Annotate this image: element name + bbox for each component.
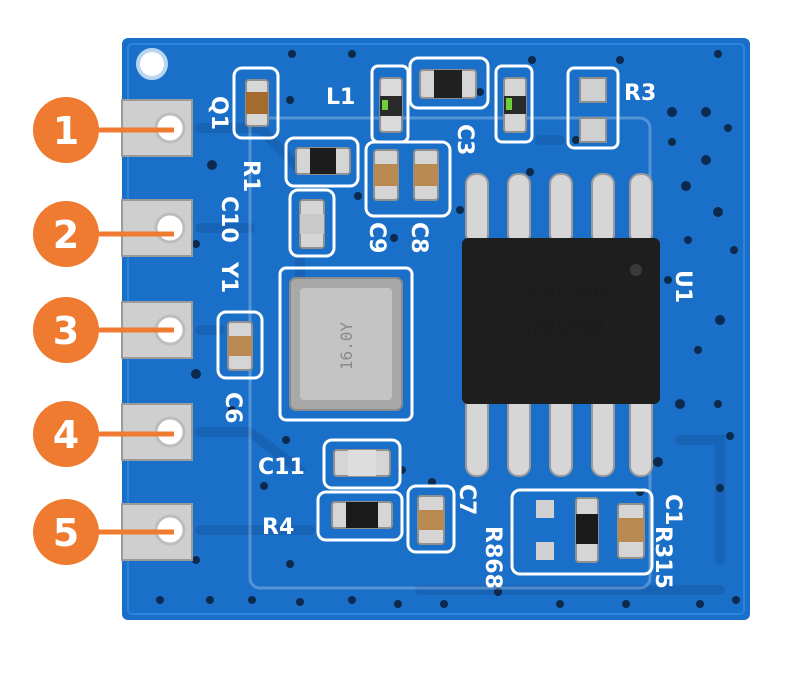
label-l1: L1 (326, 85, 355, 110)
label-c8: C8 (406, 222, 431, 253)
chip-leads-bottom (465, 395, 653, 477)
label-c1: C1 (660, 494, 685, 525)
pin-callout-4: 4 (33, 401, 174, 467)
component-c9 (373, 149, 399, 201)
label-c6: C6 (220, 392, 245, 423)
component-c10 (299, 199, 325, 249)
component-c6 (227, 321, 253, 371)
component-c1 (617, 503, 645, 559)
pin-callout-1: 1 (33, 97, 174, 163)
components: 16.0Y 8G2 (227, 69, 660, 563)
component-c3 (503, 77, 527, 133)
chip-leads-top (465, 173, 653, 245)
pin-number-1: 1 (53, 109, 79, 153)
label-r4: R4 (262, 515, 294, 540)
pin-callouts: 1 2 3 4 5 (33, 97, 174, 565)
chip-body (462, 238, 660, 404)
label-c7: C7 (454, 484, 479, 515)
component-q1 (245, 79, 269, 127)
component-r1 (295, 147, 351, 175)
label-c3: C3 (452, 124, 477, 155)
component-r868 (536, 500, 554, 560)
label-q1: Q1 (206, 96, 231, 130)
chip-marking-line2: X6KE066I (514, 279, 610, 303)
component-c11 (333, 449, 391, 477)
label-c10: C10 (216, 196, 241, 243)
pin-number-5: 5 (53, 511, 79, 555)
edge-pad-2 (121, 199, 193, 257)
chip-marking-line1: 8G2502C (520, 315, 604, 339)
pin-number-4: 4 (53, 413, 79, 457)
pin-callout-3: 3 (33, 297, 174, 363)
mounting-hole (136, 48, 168, 80)
label-r3: R3 (624, 81, 656, 106)
silkscreen-labels: Q1 L1 R3 C3 R1 C10 Y1 C9 C8 U1 C6 C11 R4… (206, 81, 695, 589)
component-y1-crystal: 16.0Y (289, 277, 403, 411)
component-r315 (575, 497, 599, 563)
crystal-marking: 16.0Y (337, 322, 356, 371)
component-top-center (419, 69, 477, 99)
component-u1-chip: 8G2502C X6KE066I (462, 173, 660, 477)
component-r3 (579, 77, 607, 143)
component-c8 (413, 149, 439, 201)
label-c9: C9 (364, 222, 389, 253)
pin-callout-5: 5 (33, 499, 174, 565)
vias (156, 50, 740, 608)
component-r4 (331, 501, 393, 529)
chip-pin1-dot (630, 264, 642, 276)
component-c7 (417, 495, 445, 545)
label-r315: R315 (650, 526, 675, 589)
label-y1: Y1 (216, 261, 241, 293)
label-r1: R1 (238, 160, 263, 192)
label-u1: U1 (670, 270, 695, 303)
pin-number-2: 2 (53, 213, 79, 257)
label-c11: C11 (258, 455, 305, 480)
label-r868: R868 (480, 526, 505, 589)
pin-callout-2: 2 (33, 201, 174, 267)
pin-number-3: 3 (53, 309, 79, 353)
component-l1 (379, 77, 403, 133)
